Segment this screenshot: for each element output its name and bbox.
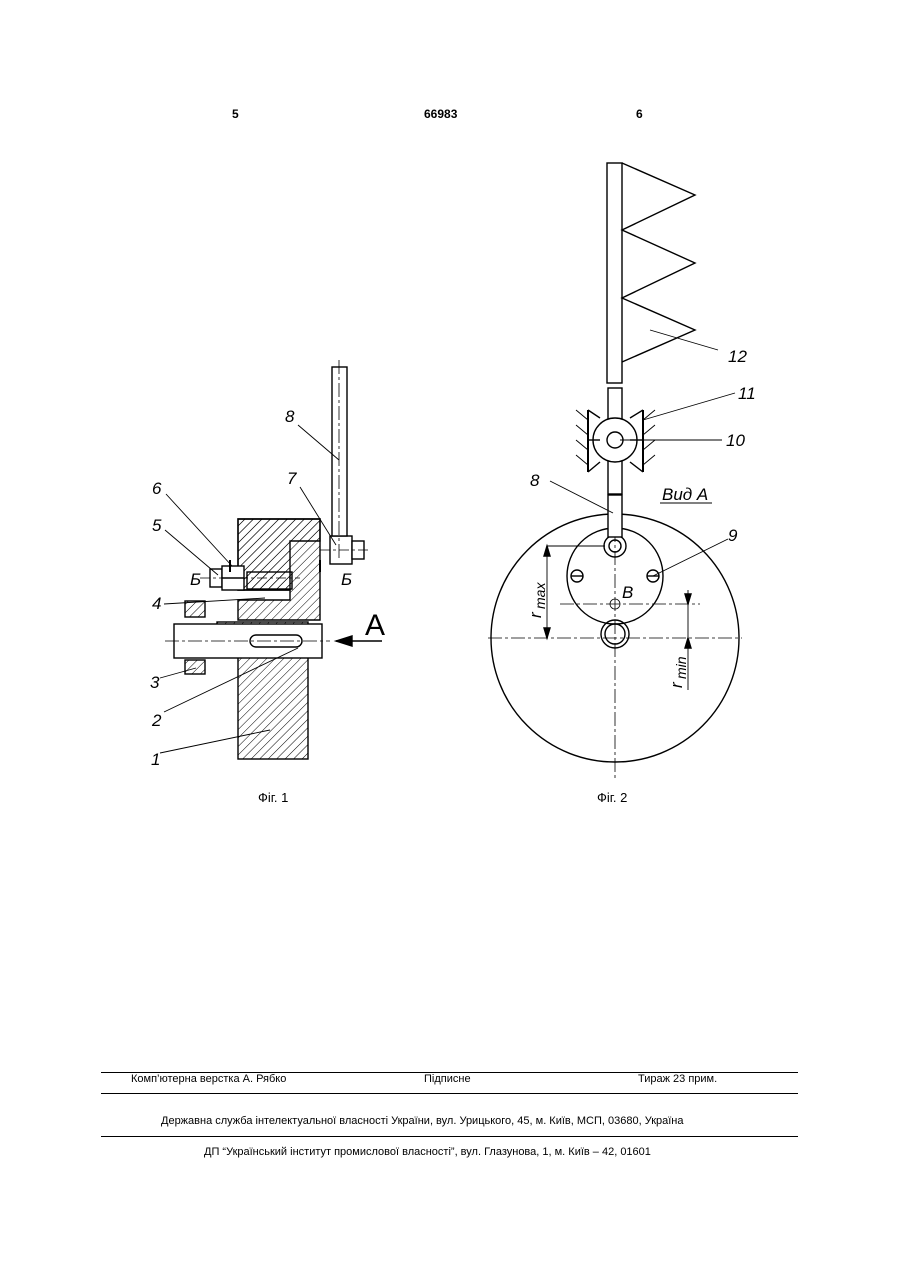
footer-rule-middle [101, 1093, 798, 1094]
part-12-knife [607, 163, 622, 383]
part-3-bearing-bottom [185, 660, 205, 674]
fig2-label-12: 12 [728, 347, 747, 366]
fig1-section-b-right: Б [341, 570, 352, 589]
fig1-caption: Фіг. 1 [258, 790, 288, 805]
fig2-label-8: 8 [530, 471, 540, 490]
fig2-rmax-subscript: max [532, 582, 548, 609]
fig1-label-5: 5 [152, 516, 162, 535]
fig1-label-6: 6 [152, 479, 162, 498]
fig2-point-b: В [622, 583, 633, 602]
fig1-label-2: 2 [151, 711, 162, 730]
fig2-part-8-rod [608, 495, 622, 537]
fig1-view-arrow-label: А [365, 609, 385, 642]
figure-1 [160, 360, 382, 759]
figure-2 [488, 163, 742, 778]
fig1-label-3: 3 [150, 673, 160, 692]
fig2-label-11: 11 [738, 384, 756, 403]
footer-rule-bottom [101, 1136, 798, 1137]
fig2-label-9: 9 [728, 526, 738, 545]
part-8-rod [332, 367, 347, 536]
footer-signed: Підписне [424, 1073, 471, 1085]
fig1-section-b-left: Б [190, 570, 201, 589]
fig2-rmin-symbol: r [667, 681, 686, 688]
fig2-label-10: 10 [726, 431, 745, 450]
fig1-label-4: 4 [152, 594, 161, 613]
fig1-label-1: 1 [151, 750, 160, 769]
fig1-label-8: 8 [285, 407, 295, 426]
footer-layout-credit: Комп’ютерна верстка А. Рябко [131, 1073, 286, 1085]
fig1-label-7: 7 [287, 469, 297, 488]
footer-agency: Державна служба інтелектуальної власност… [161, 1115, 684, 1127]
part-1-body [238, 655, 308, 759]
fig2-rmin-subscript: min [673, 656, 689, 679]
fig2-rmax-symbol: r [526, 611, 545, 618]
footer-institute: ДП “Український інститут промислової вла… [204, 1146, 651, 1158]
fig2-view-a-label: Вид А [662, 485, 708, 504]
fig2-caption: Фіг. 2 [597, 790, 627, 805]
part-3-bearing-top [185, 601, 205, 617]
footer-circulation: Тираж 23 прим. [638, 1073, 717, 1085]
